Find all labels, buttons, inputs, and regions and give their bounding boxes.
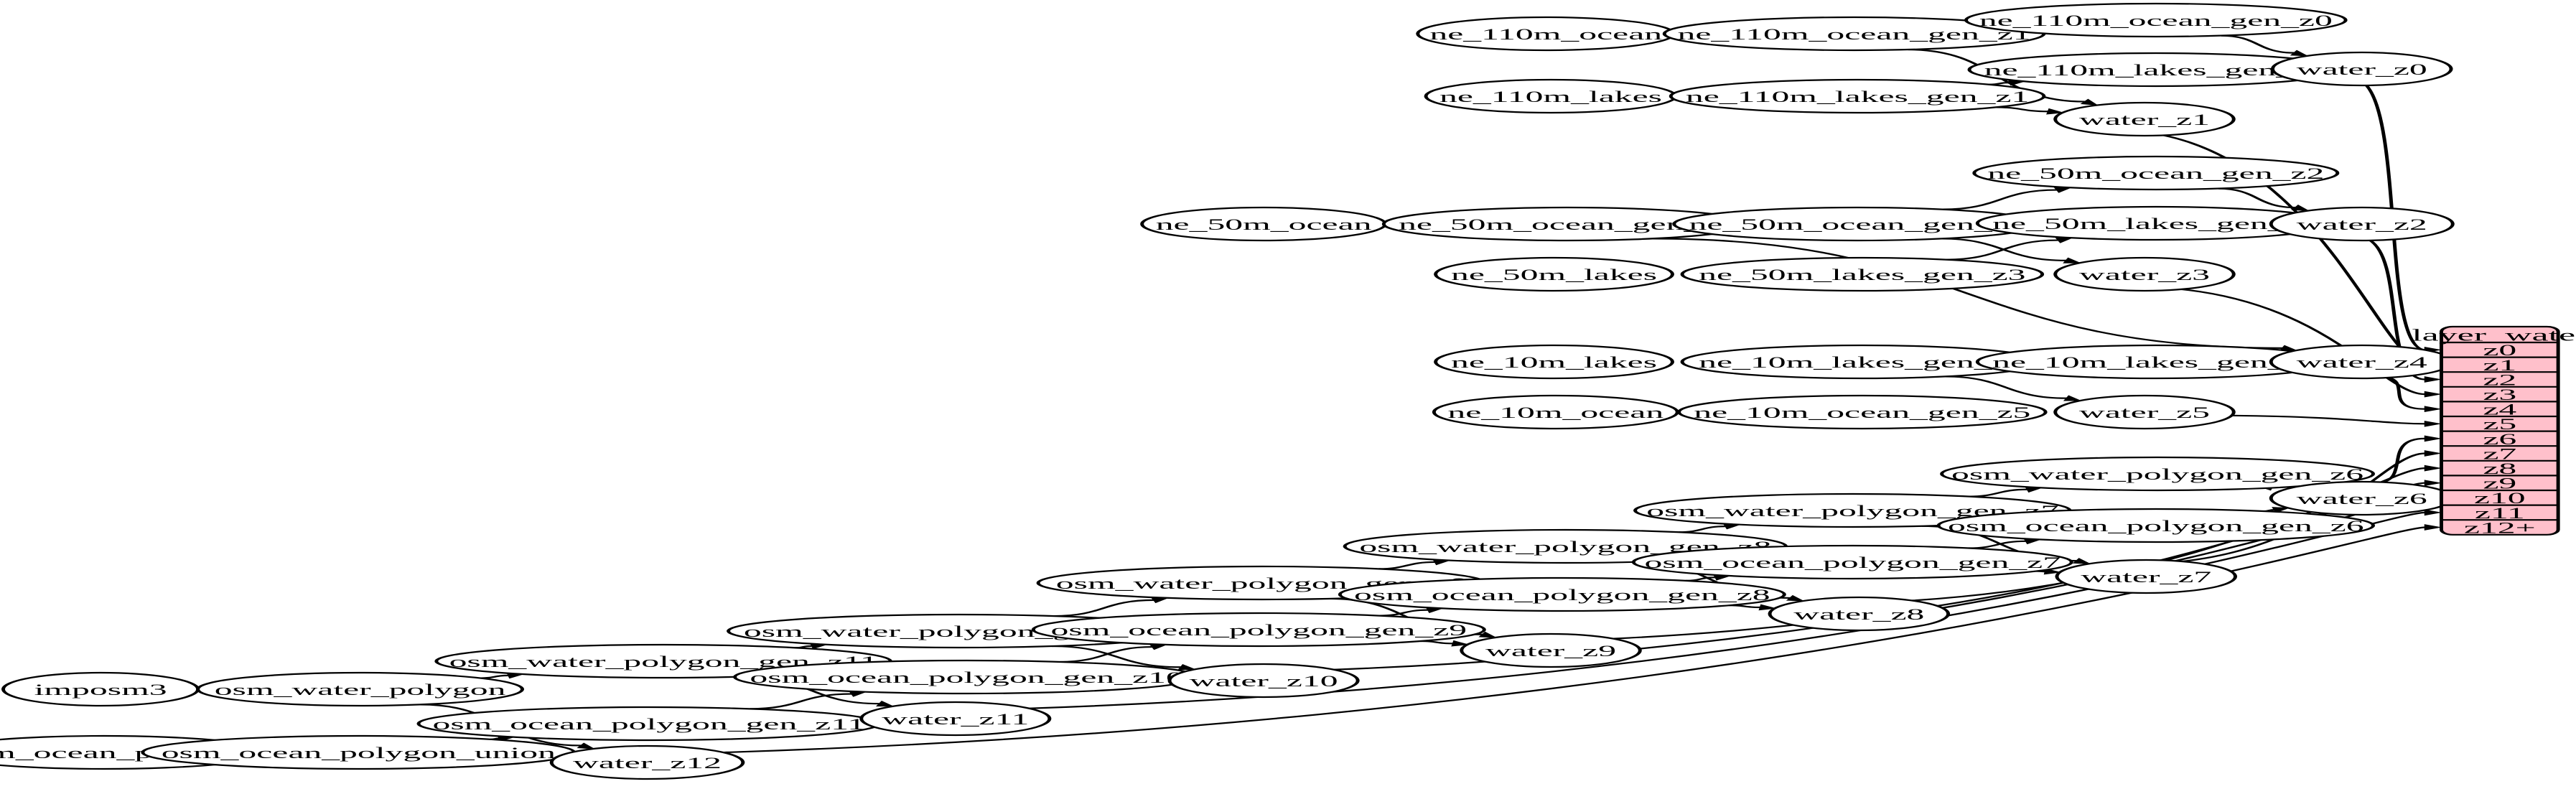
graph-node-ne_50m_ocean_gen_z2[interactable]: ne_50m_ocean_gen_z2 [1972, 155, 2340, 191]
graph-node-label: water_z12 [573, 755, 722, 772]
graph-node-label: ne_10m_ocean_gen_z5 [1694, 404, 2030, 421]
graph-node-ne_110m_ocean_gen_z0[interactable]: ne_110m_ocean_gen_z0 [1964, 2, 2348, 38]
graph-node-water_z2[interactable]: water_z2 [2269, 206, 2455, 242]
graph-node-label: osm_ocean_polygon_gen_z10 [750, 669, 1183, 686]
graph-node-label: osm_ocean_polygon_gen_z6 [1948, 518, 2364, 535]
graph-node-label: ne_110m_ocean_gen_z0 [1979, 12, 2333, 29]
graph-node-ne_10m_lakes[interactable]: ne_10m_lakes [1434, 344, 1674, 380]
graph-node-ne_10m_ocean_gen_z5[interactable]: ne_10m_ocean_gen_z5 [1677, 394, 2048, 430]
graph-node-label: water_z11 [882, 711, 1029, 728]
graph-node-water_z8[interactable]: water_z8 [1768, 596, 1951, 632]
record-cell-z9[interactable]: z9 [2483, 475, 2516, 492]
graph-node-osm_ocean_polygon_gen_z10[interactable]: osm_ocean_polygon_gen_z10 [733, 659, 1201, 695]
graph-node-label: osm_ocean_polygon_gen_z11 [432, 716, 865, 733]
graph-node-label: water_z5 [2079, 404, 2210, 421]
graph-node-label: osm_ocean_polygon_gen_z8 [1354, 587, 1770, 604]
node-layer: imposm3 osm_water_polygon osm_ocean_polygo… [0, 2, 2455, 780]
graph-node-label: ne_10m_lakes_gen_z5 [1699, 354, 2025, 371]
graph-node-water_z5[interactable]: water_z5 [2053, 394, 2236, 430]
record-cell-z8[interactable]: z8 [2483, 460, 2516, 477]
graph-node-label: water_z3 [2079, 266, 2210, 284]
graph-node-ne_110m_lakes[interactable]: ne_110m_lakes [1424, 78, 1678, 114]
graph-node-label: water_z9 [1485, 643, 1616, 660]
graph-node-water_z9[interactable]: water_z9 [1460, 632, 1642, 668]
record-cell-z4[interactable]: z4 [2483, 401, 2516, 419]
record-layer: layer_waterz0z1z2z3z4z5z6z7z8z9z10z11z12… [2412, 325, 2576, 537]
graph-node-osm_ocean_polygon_gen_z11[interactable]: osm_ocean_polygon_gen_z11 [416, 706, 882, 742]
graph-node-label: water_z6 [2297, 490, 2427, 508]
graph-node-label: ne_50m_ocean_gen_z2 [1987, 165, 2324, 182]
graph-node-osm_water_polygon_gen_z6[interactable]: osm_water_polygon_gen_z6 [1940, 456, 2376, 492]
record-cell-z10[interactable]: z10 [2474, 490, 2526, 507]
graph-node-label: ne_110m_lakes [1439, 88, 1662, 106]
record-cell-z5[interactable]: z5 [2483, 416, 2516, 433]
graph-node-label: water_z0 [2297, 61, 2427, 78]
graph-node-label: osm_water_polygon_gen_z6 [1951, 466, 2363, 483]
record-title: layer_water [2412, 326, 2576, 345]
graph-node-water_z6[interactable]: water_z6 [2269, 480, 2455, 516]
graph-node-ne_50m_lakes_gen_z3[interactable]: ne_50m_lakes_gen_z3 [1680, 256, 2045, 292]
record-cell-z3[interactable]: z3 [2483, 386, 2516, 403]
graph-node-osm_water_polygon[interactable]: osm_water_polygon [196, 671, 525, 707]
graph-node-water_z3[interactable]: water_z3 [2053, 256, 2236, 292]
graph-node-label: ne_110m_ocean_gen_z1 [1677, 26, 2030, 43]
graph-node-label: ne_10m_ocean [1447, 404, 1663, 421]
graph-node-water_z10[interactable]: water_z10 [1167, 663, 1360, 699]
graph-node-label: water_z2 [2297, 216, 2427, 233]
graph-node-water_z11[interactable]: water_z11 [859, 701, 1052, 737]
record-cell-z11[interactable]: z11 [2475, 505, 2525, 522]
graph-node-osm_ocean_polygon_gen_z9[interactable]: osm_ocean_polygon_gen_z9 [1031, 612, 1486, 648]
graph-node-label: osm_water_polygon [215, 681, 506, 699]
record-node-layer-water[interactable]: layer_waterz0z1z2z3z4z5z6z7z8z9z10z11z12… [2412, 325, 2576, 537]
graph-node-ne_10m_lakes_gen_z4[interactable]: ne_10m_lakes_gen_z4 [1975, 344, 2336, 380]
graph-node-ne_50m_lakes_gen_z2[interactable]: ne_50m_lakes_gen_z2 [1975, 205, 2336, 241]
graph-node-label: water_z10 [1190, 673, 1338, 690]
graph-node-water_z4[interactable]: water_z4 [2269, 344, 2455, 380]
graph-node-label: ne_50m_lakes_gen_z3 [1699, 266, 2025, 284]
graph-node-osm_ocean_polygon_gen_z7[interactable]: osm_ocean_polygon_gen_z7 [1631, 544, 2073, 580]
graph-node-label: ne_50m_lakes_gen_z2 [1992, 215, 2319, 233]
graph-node-label: osm_ocean_polygon_union [162, 744, 556, 762]
graph-node-label: ne_110m_lakes_gen_z1 [1686, 88, 2029, 106]
record-cell-z2[interactable]: z2 [2483, 371, 2516, 388]
graph-node-osm_ocean_polygon_union[interactable]: osm_ocean_polygon_union [141, 734, 577, 770]
graph-node-label: water_z1 [2079, 111, 2210, 129]
graph-node-ne_50m_ocean[interactable]: ne_50m_ocean [1140, 206, 1388, 242]
graph-node-label: ne_110m_ocean [1429, 26, 1662, 43]
record-cell-z0[interactable]: z0 [2483, 342, 2516, 359]
graph-node-ne_50m_lakes[interactable]: ne_50m_lakes [1434, 256, 1674, 292]
graph-node-label: imposm3 [34, 681, 167, 699]
graph-node-label: water_z8 [1793, 606, 1924, 623]
record-cell-z7[interactable]: z7 [2483, 445, 2516, 462]
graph-node-label: ne_10m_lakes [1451, 354, 1657, 371]
graph-node-label: water_z7 [2081, 569, 2211, 586]
graph-node-water_z7[interactable]: water_z7 [2055, 559, 2238, 594]
graph-node-label: osm_ocean_polygon_gen_z7 [1645, 554, 2061, 571]
graph-node-ne_110m_lakes_gen_z1[interactable]: ne_110m_lakes_gen_z1 [1669, 78, 2046, 114]
graph-node-water_z1[interactable]: water_z1 [2053, 101, 2236, 137]
graph-node-label: ne_10m_lakes_gen_z4 [1992, 354, 2319, 371]
graph-node-label: ne_50m_ocean [1156, 216, 1372, 233]
graph-node-label: ne_50m_ocean_gen_z3 [1689, 216, 2026, 233]
graph-node-osm_ocean_polygon_gen_z6[interactable]: osm_ocean_polygon_gen_z6 [1936, 508, 2376, 543]
record-cell-z6[interactable]: z6 [2483, 431, 2516, 448]
graph-node-label: osm_ocean_polygon_gen_z9 [1051, 622, 1467, 639]
graph-node-osm_ocean_polygon_gen_z8[interactable]: osm_ocean_polygon_gen_z8 [1338, 576, 1786, 612]
graph-node-imposm3[interactable]: imposm3 [1, 671, 200, 707]
graph-node-ne_110m_lakes_gen_z0[interactable]: ne_110m_lakes_gen_z0 [1967, 52, 2345, 88]
graph-node-label: ne_110m_lakes_gen_z0 [1984, 62, 2328, 79]
graph-node-ne_110m_ocean[interactable]: ne_110m_ocean [1416, 16, 1676, 52]
graph-node-label: water_z4 [2297, 354, 2427, 371]
record-cell-z1[interactable]: z1 [2483, 357, 2516, 374]
graph-node-label: ne_50m_lakes [1451, 266, 1657, 284]
record-cell-z12+[interactable]: z12+ [2464, 519, 2536, 536]
graph-node-water_z12[interactable]: water_z12 [549, 744, 745, 780]
graph-node-water_z0[interactable]: water_z0 [2270, 51, 2453, 87]
graph-node-ne_10m_ocean[interactable]: ne_10m_ocean [1432, 394, 1679, 430]
